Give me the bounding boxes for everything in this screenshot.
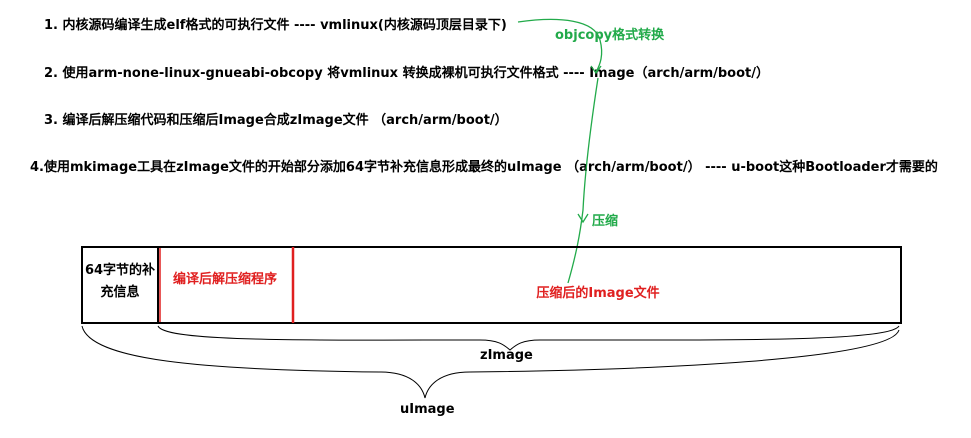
compress-arrowhead [577, 213, 589, 224]
zimage-label: zImage [480, 348, 533, 363]
compress-label: 压缩 [592, 214, 619, 229]
step-3-text: 3. 编译后解压缩代码和压缩后Image合成zImage文件 （arch/arm… [44, 113, 508, 128]
step-2-text: 2. 使用arm-none-linux-gnueabi-obcopy 将vmli… [44, 66, 769, 81]
uimage-box [81, 246, 902, 324]
decompressor-section-label: 编译后解压缩程序 [172, 272, 277, 287]
step-1-text: 1. 内核源码编译生成elf格式的可执行文件 ---- vmlinux(内核源码… [44, 18, 507, 33]
objcopy-label: objcopy格式转换 [555, 28, 665, 43]
objcopy-arrowhead [590, 65, 602, 75]
uimage-brace [81, 325, 900, 399]
objcopy-arrow [517, 18, 603, 73]
compress-arrow [567, 77, 599, 284]
zimage-brace [157, 325, 900, 351]
compressed-image-section-label: 压缩后的Image文件 [536, 286, 660, 301]
step-4-text: 4.使用mkimage工具在zImage文件的开始部分添加64字节补充信息形成最… [30, 160, 938, 175]
header-section-label: 64字节的补充信息 [84, 263, 156, 300]
uimage-label: uImage [400, 402, 455, 417]
